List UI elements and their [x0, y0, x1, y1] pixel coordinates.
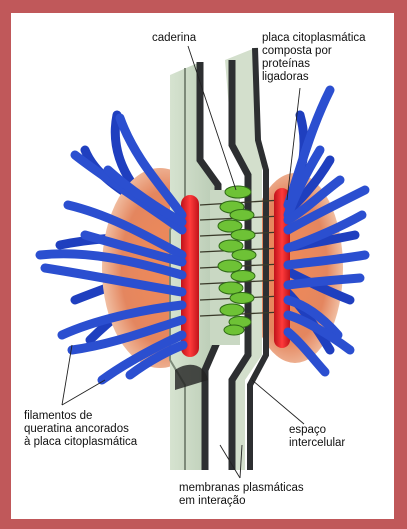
label-intercellular-space: espaço intercelular	[289, 424, 345, 450]
label-cytoplasmic-plaque: placa citoplasmática composta por proteí…	[262, 32, 366, 84]
label-plasma-membranes: membranas plasmáticas em interação	[179, 482, 304, 508]
label-cadherin: caderina	[152, 32, 196, 45]
label-keratin-filaments: filamentos de queratina ancorados à plac…	[24, 410, 137, 449]
